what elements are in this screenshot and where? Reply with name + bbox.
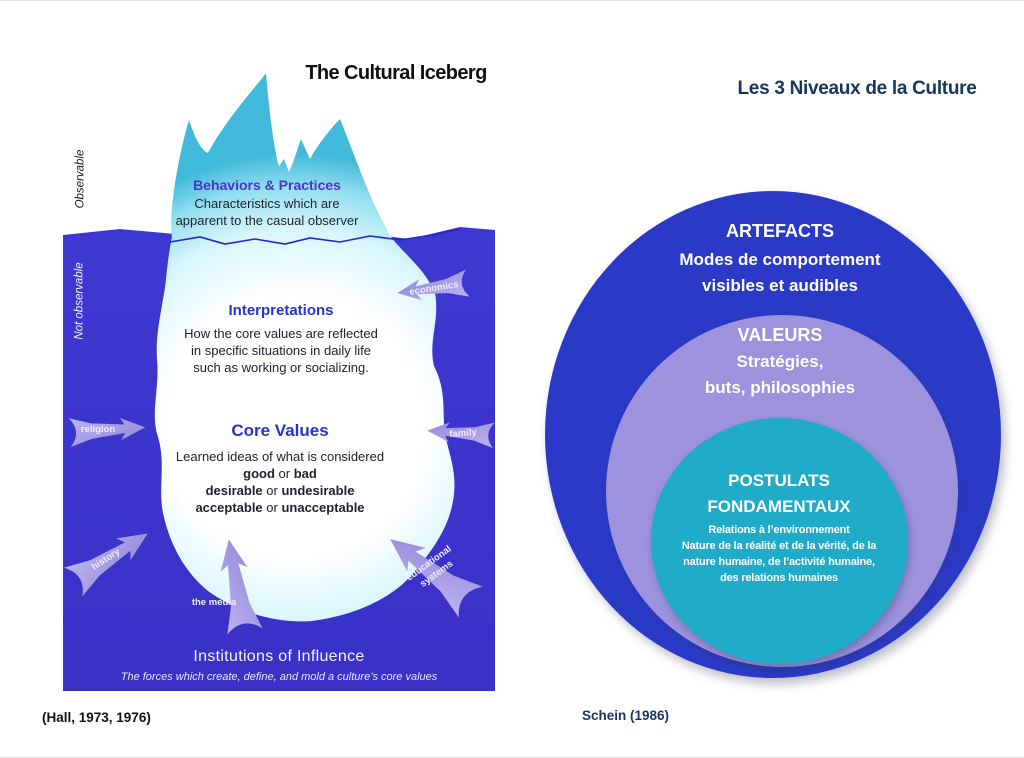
pair-term: undesirable bbox=[281, 483, 355, 498]
postulats-line: nature humaine, de l’activité humaine, bbox=[683, 556, 875, 568]
pair-sep: or bbox=[262, 500, 282, 515]
waterline bbox=[169, 228, 461, 245]
postulats-heading-line2: FONDAMENTAUX bbox=[707, 497, 851, 516]
behaviors-heading: Behaviors & Practices bbox=[193, 177, 341, 193]
pair-term: acceptable bbox=[195, 500, 263, 515]
hall-caption: (Hall, 1973, 1976) bbox=[42, 710, 151, 725]
arrow-history bbox=[63, 533, 148, 597]
institutions-heading: Institutions of Influence bbox=[193, 648, 365, 665]
core-values-pair: desirable or undesirable bbox=[206, 484, 355, 497]
postulats-line: Nature de la réalité et de la vérité, de… bbox=[681, 540, 877, 552]
media-label: the media bbox=[191, 597, 237, 608]
artefacts-line: visibles et audibles bbox=[702, 276, 858, 295]
pair-term: unacceptable bbox=[281, 500, 365, 515]
circle-postulats bbox=[651, 418, 908, 664]
postulats-line: des relations humaines bbox=[720, 572, 838, 584]
pair-term: bad bbox=[293, 466, 317, 481]
not-observable-label: Not observable bbox=[73, 262, 86, 340]
arrow-economics bbox=[397, 269, 470, 301]
arrow-media bbox=[220, 539, 263, 635]
postulats-heading-line1: POSTULATS bbox=[728, 471, 830, 490]
behaviors-line: apparent to the casual observer bbox=[175, 213, 359, 228]
pair-sep: or bbox=[262, 483, 282, 498]
core-values-pair: acceptable or unacceptable bbox=[195, 501, 364, 514]
religion-label: religion bbox=[80, 424, 116, 435]
behaviors-line: Characteristics which are bbox=[194, 196, 340, 211]
niveaux-title: Les 3 Niveaux de la Culture bbox=[737, 78, 977, 99]
influence-arrows bbox=[63, 269, 495, 635]
arrow-family bbox=[427, 422, 495, 449]
artefacts-line: Modes de comportement bbox=[679, 250, 881, 269]
interpretations-heading: Interpretations bbox=[228, 302, 334, 319]
interpretations-line: in specific situations in daily life bbox=[191, 343, 371, 358]
core-values-heading: Core Values bbox=[231, 421, 329, 440]
pair-sep: or bbox=[274, 466, 294, 481]
family-label: family bbox=[448, 427, 478, 440]
schein-caption: Schein (1986) bbox=[582, 708, 670, 723]
core-values-intro: Learned ideas of what is considered bbox=[175, 449, 385, 464]
interpretations-line: How the core values are reflected bbox=[184, 326, 378, 341]
valeurs-heading: VALEURS bbox=[737, 325, 823, 345]
pair-term: good bbox=[243, 466, 275, 481]
arrow-religion bbox=[68, 418, 146, 448]
iceberg-shape bbox=[154, 73, 455, 622]
artefacts-heading: ARTEFACTS bbox=[726, 221, 834, 241]
observable-label: Observable bbox=[74, 149, 87, 209]
valeurs-line: buts, philosophies bbox=[704, 378, 856, 397]
iceberg-title: The Cultural Iceberg bbox=[305, 62, 487, 84]
core-values-pair: good or bad bbox=[243, 467, 317, 480]
institutions-subtitle: The forces which create, define, and mol… bbox=[120, 671, 438, 683]
valeurs-line: Stratégies, bbox=[736, 352, 824, 371]
pair-term: desirable bbox=[205, 483, 263, 498]
postulats-line: Relations à l’environnement bbox=[708, 524, 850, 536]
arrow-education bbox=[390, 539, 483, 618]
interpretations-line: such as working or socializing. bbox=[193, 360, 369, 375]
